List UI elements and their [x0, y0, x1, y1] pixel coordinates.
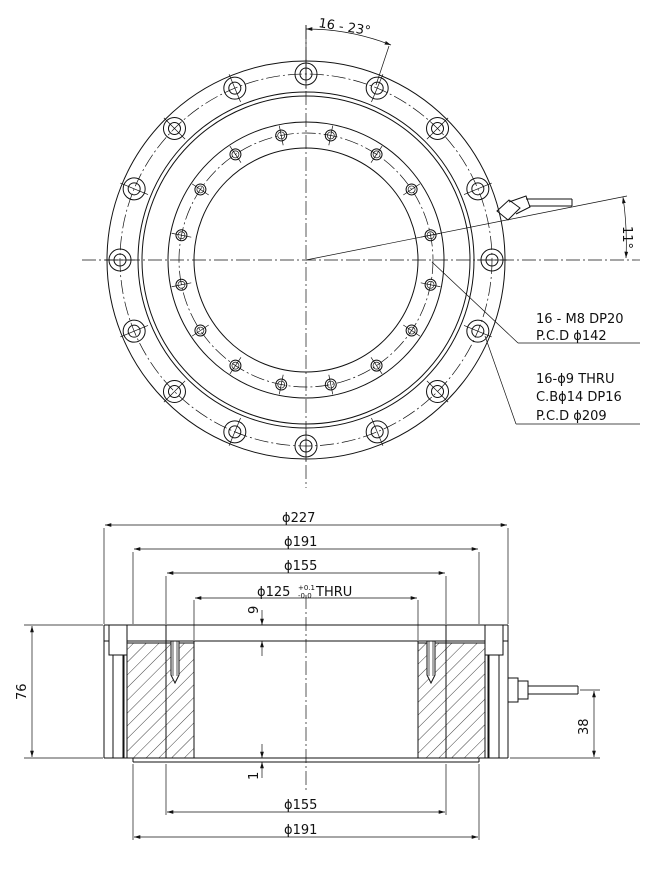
inner-tapped-hole: [275, 374, 288, 395]
callout-outer-holes: 16-ϕ9 THRU: [536, 372, 614, 387]
inner-tapped-hole: [324, 374, 337, 395]
outer-bolt-hole: [365, 74, 389, 103]
callout-outer-pcd: P.C.D ϕ209: [536, 409, 607, 424]
callout-inner-leader: [431, 261, 519, 344]
section-view: ϕ227 ϕ191 ϕ155 ϕ125 +0.1 -0.0 THRU ϕ155 …: [15, 511, 600, 840]
body-edge-inner: [141, 95, 471, 425]
section-cable-gland: [507, 677, 579, 703]
dim-d125-suffix: THRU: [315, 585, 352, 600]
left-counterbore-hole: [108, 624, 128, 759]
callout-inner-pcd: P.C.D ϕ142: [536, 329, 607, 344]
dim-d125: ϕ125: [257, 585, 290, 600]
dim-d155-top: ϕ155: [284, 559, 317, 574]
outer-bolt-hole: [120, 177, 149, 201]
cable-angle-label: 11°: [619, 226, 634, 249]
inner-tapped-hole: [324, 125, 337, 146]
inner-bolt-pcd: [178, 132, 434, 388]
outer-bolt-holes: [105, 59, 507, 461]
outer-bolt-hole: [463, 177, 492, 201]
outer-bolt-hole: [426, 116, 450, 140]
top-view: 11° 16 - 23° 16 - M8 DP20 P.C.D ϕ142 16-…: [82, 16, 640, 488]
outer-bolt-hole: [223, 417, 247, 446]
inner-tapped-hole: [229, 145, 242, 163]
right-tapped-hole: [426, 640, 436, 685]
bore-edge: [193, 147, 419, 373]
callout-outer-counterbore: C.Bϕ14 DP16: [536, 390, 622, 405]
body-edge-outer: [137, 91, 475, 429]
inner-tapped-hole: [403, 183, 421, 196]
inner-tapped-hole: [191, 183, 209, 196]
cable-angle-line: [305, 195, 628, 261]
left-tapped-hole: [170, 640, 180, 685]
inner-tapped-hole: [171, 278, 192, 291]
pitch-angle-arc: [305, 27, 392, 46]
left-section-hatch: [126, 642, 195, 759]
outer-bolt-hole: [162, 116, 186, 140]
cable-angle-arc: [622, 196, 629, 259]
dim-9: 9: [247, 606, 262, 614]
dim-1: 1: [247, 772, 262, 780]
outer-bolt-hole: [120, 319, 149, 343]
outer-bolt-hole: [223, 74, 247, 103]
outer-bolt-hole: [426, 380, 450, 404]
inner-tapped-hole: [403, 324, 421, 337]
outer-bolt-hole: [463, 319, 492, 343]
dim-38: 38: [577, 718, 592, 735]
callout-outer-leader: [484, 335, 517, 425]
cable-gland: [496, 195, 573, 221]
inner-tapped-hole: [191, 324, 209, 337]
dim-76: 76: [15, 683, 30, 700]
outer-bolt-hole: [162, 380, 186, 404]
inner-tapped-hole: [370, 145, 383, 163]
dim-d227: ϕ227: [282, 511, 315, 526]
outer-bolt-hole: [365, 417, 389, 446]
inner-tapped-hole: [275, 125, 288, 146]
outer-bolt-hole: [105, 248, 135, 272]
dim-d125-tol-upper: +0.1: [298, 584, 315, 592]
inner-tapped-hole: [229, 357, 242, 375]
dim-d191-bottom: ϕ191: [284, 823, 317, 838]
dim-d125-tol-lower: -0.0: [298, 592, 312, 600]
dim-d191-top: ϕ191: [284, 535, 317, 550]
inner-tapped-hole: [171, 229, 192, 242]
callout-inner-thread: 16 - M8 DP20: [536, 312, 624, 327]
inner-tapped-hole: [370, 357, 383, 375]
outer-bolt-hole: [294, 431, 318, 461]
right-counterbore-hole: [484, 624, 504, 759]
inner-tapped-hole: [420, 278, 441, 291]
outer-bolt-hole: [477, 248, 507, 272]
dim-d155-bottom: ϕ155: [284, 798, 317, 813]
pitch-angle-label: 16 - 23°: [317, 16, 371, 39]
pitch-extension-line: [375, 45, 390, 86]
inner-step-edge: [167, 121, 445, 399]
